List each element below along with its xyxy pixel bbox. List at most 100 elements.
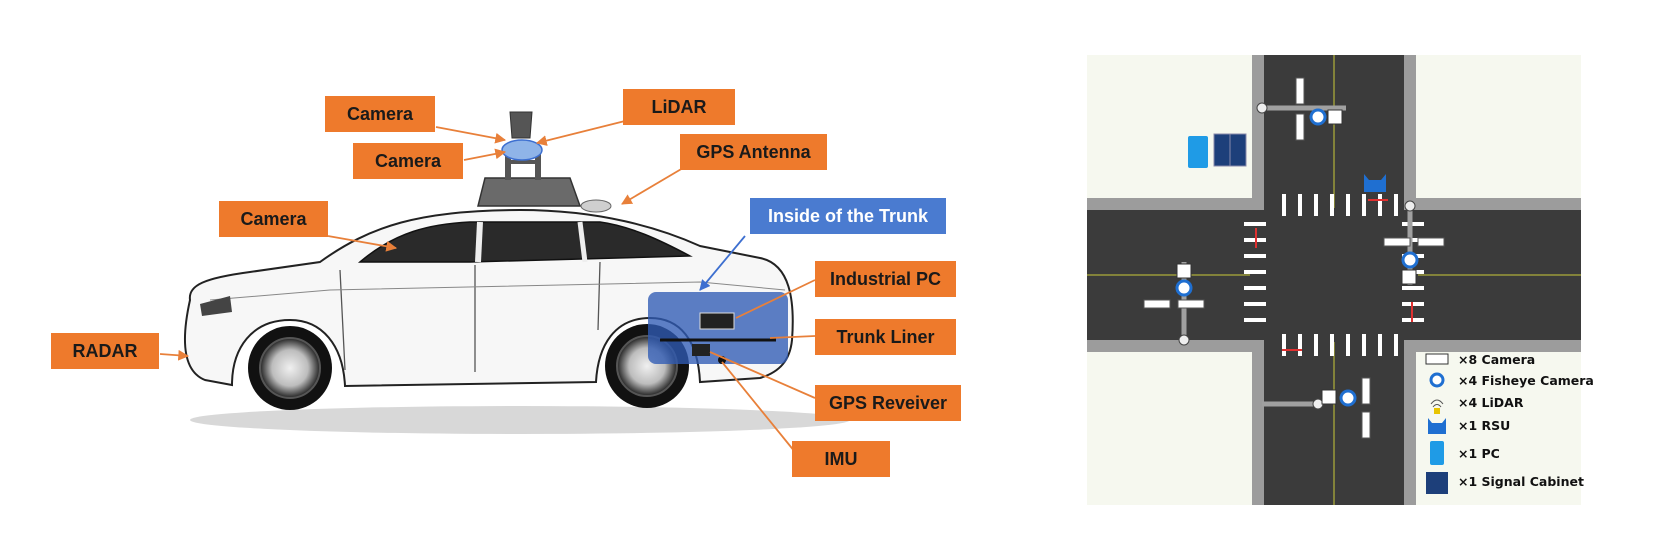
car-windows (357, 221, 693, 263)
pole-base (1256, 102, 1268, 114)
crosswalk-stripe (1282, 194, 1286, 216)
gps-receiver-box (692, 344, 710, 356)
lidar-icon (1327, 109, 1343, 125)
label-gps-antenna: GPS Antenna (680, 134, 827, 170)
camera-icon (1361, 411, 1371, 439)
camera-icon (1143, 299, 1171, 309)
car-headlight (200, 296, 232, 316)
crosswalk-stripe (1394, 194, 1398, 216)
crosswalk-stripe (1314, 334, 1318, 356)
car-pillar (577, 221, 588, 263)
legend-lidar-icon-body (1434, 408, 1440, 414)
crosswalk-stripe (1362, 334, 1366, 356)
crosswalk-stripe (1244, 222, 1266, 226)
vehicle-illustration (159, 111, 850, 453)
pointer-trunk-liner (769, 335, 816, 339)
pole-base (1404, 200, 1416, 212)
legend-cabinet-icon (1426, 472, 1448, 494)
crosswalk-stripe (1244, 318, 1266, 322)
label-camera-windshield: Camera (219, 201, 328, 237)
rsu-icon (1364, 174, 1386, 192)
pointer-gps-receiver (709, 351, 816, 399)
label-camera-mast-2: Camera (353, 143, 463, 179)
crosswalk-stripe (1282, 334, 1286, 356)
crosswalk-stripe (1402, 222, 1424, 226)
gps-antenna-dome (580, 199, 612, 213)
fisheye-camera-icon (1309, 108, 1327, 126)
pc-icon (1188, 136, 1208, 168)
industrial-pc-box (699, 312, 735, 330)
legend-rsu: ×1 RSU (1458, 418, 1511, 433)
pointer-radar (159, 349, 190, 361)
roof-rack (477, 177, 582, 207)
intersection-map (1087, 55, 1581, 505)
camera-icon (1383, 237, 1411, 247)
car-door-lines (339, 261, 601, 372)
legend-fisheye-icon (1429, 372, 1445, 388)
fisheye-camera-icon (1401, 251, 1419, 269)
legend-lidar: ×4 LiDAR (1458, 395, 1524, 410)
pointer-camera-2 (463, 148, 507, 161)
car-pillar (475, 221, 483, 263)
crosswalk-stripe (1362, 194, 1366, 216)
pointer-trunk (699, 235, 746, 291)
crosswalk-stripe (1330, 334, 1334, 356)
crosswalk-stripe (1244, 254, 1266, 258)
legend-pc: ×1 PC (1458, 446, 1500, 461)
legend-lidar-icon (1430, 399, 1444, 408)
label-trunk: Inside of the Trunk (750, 198, 946, 234)
crosswalk-stripe (1402, 238, 1424, 242)
crosswalk-stripe (1298, 194, 1302, 216)
label-radar: RADAR (51, 333, 159, 369)
legend-camera: ×8 Camera (1458, 352, 1536, 367)
label-camera-mast-1: Camera (325, 96, 435, 132)
legend-rsu-icon (1428, 418, 1446, 434)
camera-icon (1417, 237, 1445, 247)
label-gps-receiver: GPS Reveiver (815, 385, 961, 421)
legend-signal-cabinet: ×1 Signal Cabinet (1458, 474, 1584, 489)
crosswalk-stripe (1346, 194, 1350, 216)
legend-pc-icon (1430, 441, 1444, 465)
pointer-imu (721, 361, 796, 453)
camera-icon (1361, 377, 1371, 405)
camera-mount (501, 139, 543, 161)
lidar-icon (1176, 263, 1192, 279)
lidar-sensor (509, 111, 533, 139)
legend-fisheye-camera: ×4 Fisheye Camera (1458, 373, 1594, 388)
pointer-gps-antenna (621, 167, 684, 205)
legend-camera-icon (1425, 353, 1449, 365)
pointer-camera-1 (435, 126, 507, 144)
crosswalk-stripe (1330, 194, 1334, 216)
pointer-lidar (535, 120, 626, 146)
camera-icon (1177, 299, 1205, 309)
pointer-industrial-pc (735, 279, 816, 319)
sensor-mast (535, 150, 541, 180)
camera-icon (1295, 77, 1305, 105)
sensor-mast (505, 150, 511, 180)
crosswalk-stripe (1244, 302, 1266, 306)
lidar-icon (1401, 269, 1417, 285)
crosswalk-stripe (1346, 334, 1350, 356)
camera-icon (1295, 113, 1305, 141)
front-rim (259, 337, 321, 399)
crosswalk-stripe (1314, 194, 1318, 216)
fisheye-camera-icon (1339, 389, 1357, 407)
lidar-icon (1321, 389, 1337, 405)
ground-shadow (190, 406, 850, 434)
crosswalk-stripe (1378, 194, 1382, 216)
crosswalk-stripe (1394, 334, 1398, 356)
fisheye-camera-icon (1175, 279, 1193, 297)
crosswalk-stripe (1244, 270, 1266, 274)
crosswalk-stripe (1378, 334, 1382, 356)
crosswalk-stripe (1244, 286, 1266, 290)
crosswalk-stripe (1298, 334, 1302, 356)
pole-base (1178, 334, 1190, 346)
crosswalk-stripe (1402, 286, 1424, 290)
car-beltline (209, 281, 786, 301)
label-industrial-pc: Industrial PC (815, 261, 956, 297)
pointer-camera-windshield (327, 235, 398, 252)
label-trunk-liner: Trunk Liner (815, 319, 956, 355)
label-imu: IMU (792, 441, 890, 477)
label-lidar: LiDAR (623, 89, 735, 125)
